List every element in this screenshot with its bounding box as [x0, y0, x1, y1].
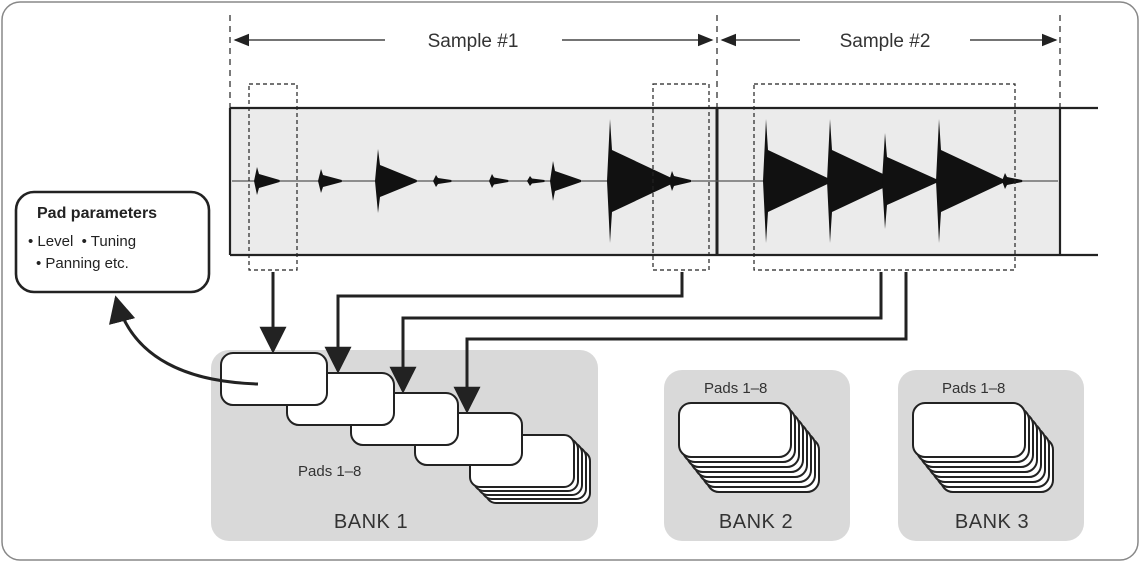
pad-parameters-line-1: • Level • Tuning	[28, 233, 136, 250]
sample-boundaries	[229, 15, 1061, 108]
bank-3-pad-stack	[912, 402, 1054, 493]
bank-3-label: BANK 3	[955, 511, 1029, 533]
pad-card	[912, 402, 1026, 458]
selection-boxes	[248, 83, 1016, 271]
waveform-hits	[254, 119, 1023, 243]
bank-1-label: BANK 1	[334, 511, 408, 533]
waveform-hit	[669, 171, 691, 191]
bank-1-pads-label: Pads 1–8	[298, 463, 361, 480]
waveform-hit	[527, 176, 545, 186]
arrow-to-pad-2	[324, 272, 684, 374]
waveform-hit	[882, 133, 939, 229]
pad-parameters-box: Pad parameters • Level • Tuning • Pannin…	[14, 190, 211, 294]
bank-2-pads-label: Pads 1–8	[704, 380, 767, 397]
waveform-hit	[318, 169, 342, 193]
bank-2-label: BANK 2	[719, 511, 793, 533]
pad-parameters-title: Pad parameters	[37, 205, 157, 222]
waveform-hit	[1002, 173, 1023, 189]
pad-card	[678, 402, 792, 458]
selection-box-3	[753, 83, 1016, 271]
arrow-to-pad-3	[389, 272, 883, 394]
selection-box-1	[248, 83, 298, 271]
pad-parameters-line-2: • Panning etc.	[36, 255, 129, 272]
pad-parameters-arrow	[109, 295, 259, 386]
waveform-hit	[763, 119, 832, 243]
bank-3-pads-label: Pads 1–8	[942, 380, 1005, 397]
selection-box-2	[652, 83, 710, 271]
waveform-hit	[375, 149, 417, 213]
waveform-hit	[607, 119, 676, 243]
sample-2-label: Sample #2	[840, 31, 931, 52]
waveform-hit	[936, 119, 1005, 243]
waveform-hit	[254, 167, 280, 195]
waveform-strip	[228, 106, 1098, 257]
sample-1-label: Sample #1	[428, 31, 519, 52]
waveform-hit	[550, 161, 581, 201]
waveform-hit	[433, 175, 452, 187]
routing-arrows	[259, 272, 908, 414]
waveform-hit	[489, 174, 509, 188]
pad-1	[220, 352, 328, 406]
waveform-hit	[827, 119, 896, 243]
bank-2-pad-stack	[678, 402, 820, 493]
arrow-to-pad-4	[453, 272, 908, 414]
